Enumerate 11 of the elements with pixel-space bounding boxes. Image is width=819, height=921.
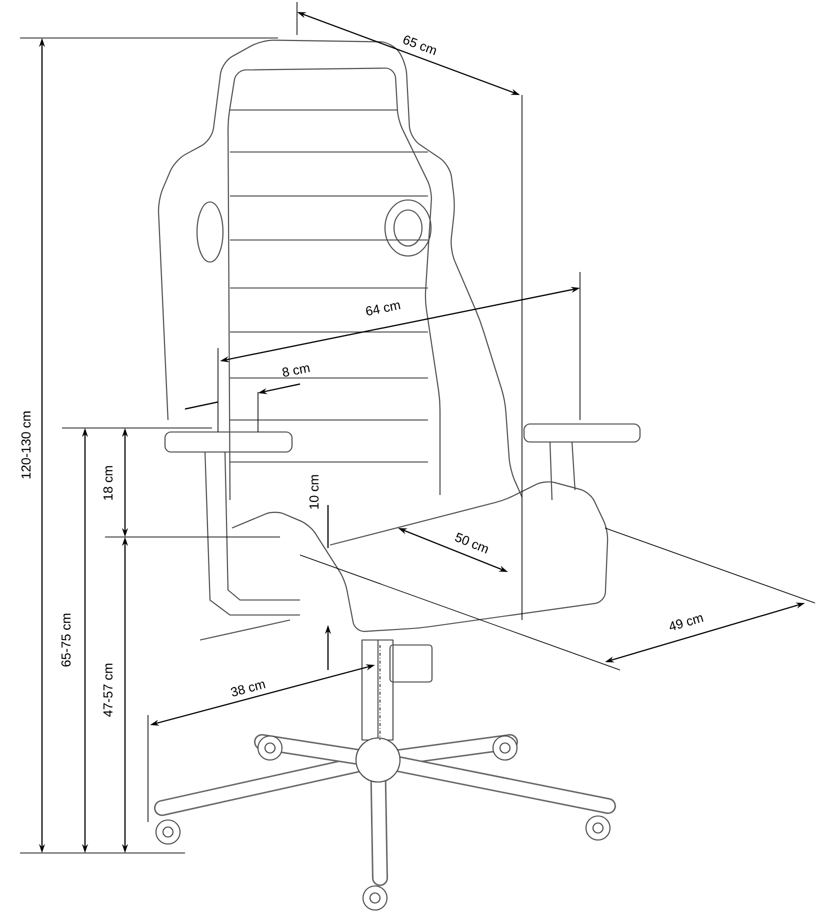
dimension-label: 18 cm bbox=[103, 466, 113, 500]
dimension-label: 120-130 cm bbox=[21, 412, 31, 478]
dimension-label: 10 cm bbox=[309, 475, 319, 509]
dimension-label: 64 cm bbox=[366, 302, 400, 316]
dimension-label: 65 cm bbox=[403, 36, 436, 56]
dimension-label: 49 cm bbox=[670, 615, 704, 630]
dimension-label: 47-57 cm bbox=[103, 664, 113, 717]
dimension-label: 8 cm bbox=[282, 365, 310, 377]
dimension-label: 38 cm bbox=[230, 682, 266, 696]
dimension-label: 65-75 cm bbox=[61, 614, 71, 666]
dimension-label: 50 cm bbox=[455, 532, 488, 554]
